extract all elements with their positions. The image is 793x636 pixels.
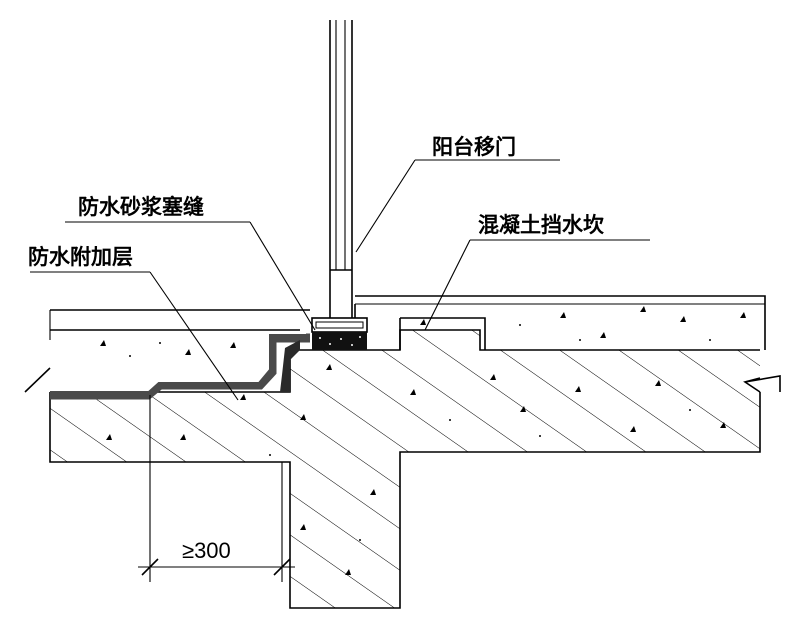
label-mortar-seal: 防水砂浆塞缝 bbox=[78, 195, 204, 219]
aggregate-texture bbox=[100, 306, 746, 575]
leader-lines bbox=[30, 159, 650, 401]
label-additional-layer: 防水附加层 bbox=[28, 245, 133, 269]
label-concrete-curb: 混凝土挡水坎 bbox=[478, 213, 604, 237]
screed-layer-left bbox=[24, 309, 310, 393]
label-balcony-door: 阳台移门 bbox=[432, 135, 516, 159]
dimension-label: ≥300 bbox=[182, 538, 231, 563]
concrete-curb bbox=[399, 317, 486, 350]
sliding-door bbox=[329, 20, 353, 318]
dimension-min-width: ≥300 bbox=[138, 395, 295, 582]
door-sill bbox=[311, 317, 368, 350]
waterproof-membrane bbox=[50, 332, 310, 400]
